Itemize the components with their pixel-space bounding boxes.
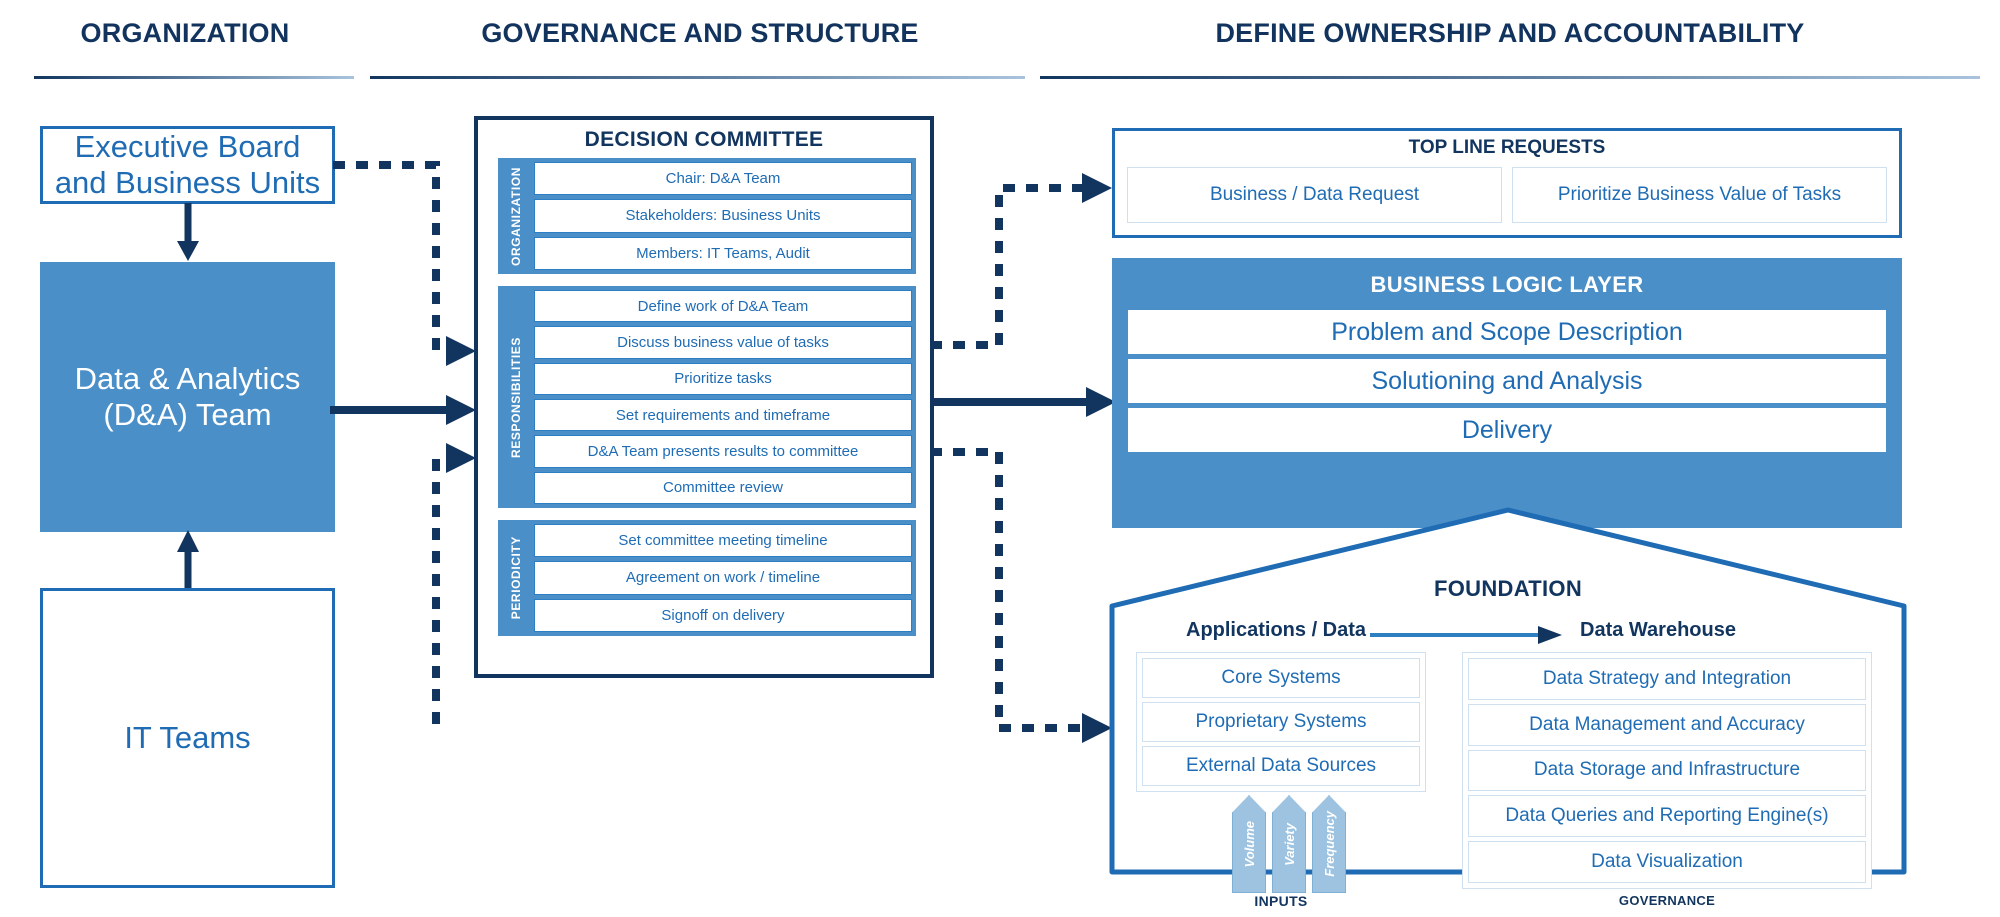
committee-row[interactable]: Committee review <box>534 471 912 504</box>
inputs-caption: INPUTS <box>1254 893 1308 909</box>
committee-row[interactable]: Define work of D&A Team <box>534 290 912 323</box>
applications-row[interactable]: Core Systems <box>1142 658 1420 698</box>
committee-group-periodicity-label: PERIODICITY <box>509 536 523 620</box>
committee-row[interactable]: Chair: D&A Team <box>534 162 912 196</box>
business-logic-layer-title: BUSINESS LOGIC LAYER <box>1370 272 1644 297</box>
data-warehouse-panel: Data Strategy and Integration Data Manag… <box>1462 652 1872 889</box>
business-logic-row[interactable]: Delivery <box>1128 408 1886 452</box>
connector-it-to-committee <box>432 443 476 724</box>
foundation-title: FOUNDATION <box>1433 576 1583 601</box>
top-line-requests-title: TOP LINE REQUESTS <box>1408 137 1606 158</box>
applications-row[interactable]: External Data Sources <box>1142 746 1420 786</box>
committee-group-organization-rows: Chair: D&A Team Stakeholders: Business U… <box>534 162 912 270</box>
da-team-box[interactable]: Data & Analytics (D&A) Team <box>40 262 335 532</box>
executive-board-label: Executive Board and Business Units <box>54 129 321 200</box>
committee-group-responsibilities: RESPONSIBILITIES Define work of D&A Team… <box>498 286 916 508</box>
business-logic-layer-panel: BUSINESS LOGIC LAYER Problem and Scope D… <box>1112 258 1902 528</box>
input-arrow-volume-label: Volume <box>1241 820 1257 868</box>
column-rule-organization <box>34 76 354 79</box>
committee-row[interactable]: Discuss business value of tasks <box>534 326 912 359</box>
committee-row[interactable]: Agreement on work / timeline <box>534 561 912 595</box>
committee-group-responsibilities-label: RESPONSIBILITIES <box>509 336 523 458</box>
arrow-da-to-committee <box>330 395 476 425</box>
top-line-request-cell[interactable]: Prioritize Business Value of Tasks <box>1512 167 1887 223</box>
it-teams-box[interactable]: IT Teams <box>40 588 335 888</box>
committee-group-periodicity: PERIODICITY Set committee meeting timeli… <box>498 520 916 636</box>
decision-committee-title: DECISION COMMITTEE <box>584 128 824 151</box>
column-title-accountability: DEFINE OWNERSHIP AND ACCOUNTABILITY <box>1215 18 1805 48</box>
input-arrow-volume: Volume <box>1232 795 1266 893</box>
input-arrow-frequency: Frequency <box>1312 795 1346 893</box>
connector-committee-to-foundation <box>930 448 1112 743</box>
business-logic-row[interactable]: Solutioning and Analysis <box>1128 359 1886 403</box>
warehouse-row[interactable]: Data Queries and Reporting Engine(s) <box>1468 795 1866 838</box>
data-warehouse-heading: Data Warehouse <box>1580 619 1736 641</box>
committee-group-periodicity-rows: Set committee meeting timeline Agreement… <box>534 524 912 632</box>
arrow-exec-to-da <box>177 203 199 261</box>
warehouse-row[interactable]: Data Storage and Infrastructure <box>1468 749 1866 792</box>
committee-row[interactable]: Members: IT Teams, Audit <box>534 236 912 270</box>
business-logic-layer-rows: Problem and Scope Description Solutionin… <box>1128 310 1886 452</box>
committee-group-organization: ORGANIZATION Chair: D&A Team Stakeholder… <box>498 158 916 274</box>
arrow-applications-to-warehouse <box>1370 626 1562 644</box>
top-line-requests-cells: Business / Data Request Prioritize Busin… <box>1127 167 1887 223</box>
warehouse-row[interactable]: Data Management and Accuracy <box>1468 703 1866 746</box>
column-title-organization: ORGANIZATION <box>80 18 290 48</box>
business-logic-row[interactable]: Problem and Scope Description <box>1128 310 1886 354</box>
da-team-label: Data & Analytics (D&A) Team <box>74 361 301 432</box>
input-arrow-frequency-label: Frequency <box>1321 811 1337 877</box>
applications-row[interactable]: Proprietary Systems <box>1142 702 1420 742</box>
warehouse-row[interactable]: Data Strategy and Integration <box>1468 658 1866 700</box>
warehouse-row[interactable]: Data Visualization <box>1468 841 1866 883</box>
column-title-governance: GOVERNANCE AND STRUCTURE <box>481 18 919 48</box>
governance-caption: GOVERNANCE <box>1618 893 1716 908</box>
committee-row[interactable]: Stakeholders: Business Units <box>534 199 912 233</box>
committee-row[interactable]: Set committee meeting timeline <box>534 524 912 558</box>
committee-row[interactable]: Signoff on delivery <box>534 598 912 632</box>
decision-committee-panel: DECISION COMMITTEE ORGANIZATION Chair: D… <box>474 116 934 678</box>
it-teams-label: IT Teams <box>124 720 251 756</box>
committee-row[interactable]: Set requirements and timeframe <box>534 398 912 432</box>
applications-data-heading: Applications / Data <box>1186 619 1367 641</box>
column-rule-governance <box>370 76 1025 79</box>
applications-panel: Core Systems Proprietary Systems Externa… <box>1136 652 1426 792</box>
arrow-it-to-da <box>177 530 199 590</box>
input-arrow-variety-label: Variety <box>1281 822 1297 866</box>
executive-board-box[interactable]: Executive Board and Business Units <box>40 126 335 204</box>
committee-row[interactable]: D&A Team presents results to committee <box>534 435 912 468</box>
top-line-requests-panel: TOP LINE REQUESTS Business / Data Reques… <box>1112 128 1902 238</box>
input-arrow-variety: Variety <box>1272 795 1306 893</box>
arrow-committee-to-business-logic <box>930 387 1116 417</box>
column-rule-accountability <box>1040 76 1980 79</box>
committee-row[interactable]: Prioritize tasks <box>534 362 912 395</box>
connector-exec-to-committee <box>333 161 476 366</box>
connector-committee-to-top-line-requests <box>930 173 1112 349</box>
committee-group-responsibilities-rows: Define work of D&A Team Discuss business… <box>534 290 912 504</box>
committee-group-organization-label: ORGANIZATION <box>509 166 523 266</box>
top-line-request-cell[interactable]: Business / Data Request <box>1127 167 1502 223</box>
